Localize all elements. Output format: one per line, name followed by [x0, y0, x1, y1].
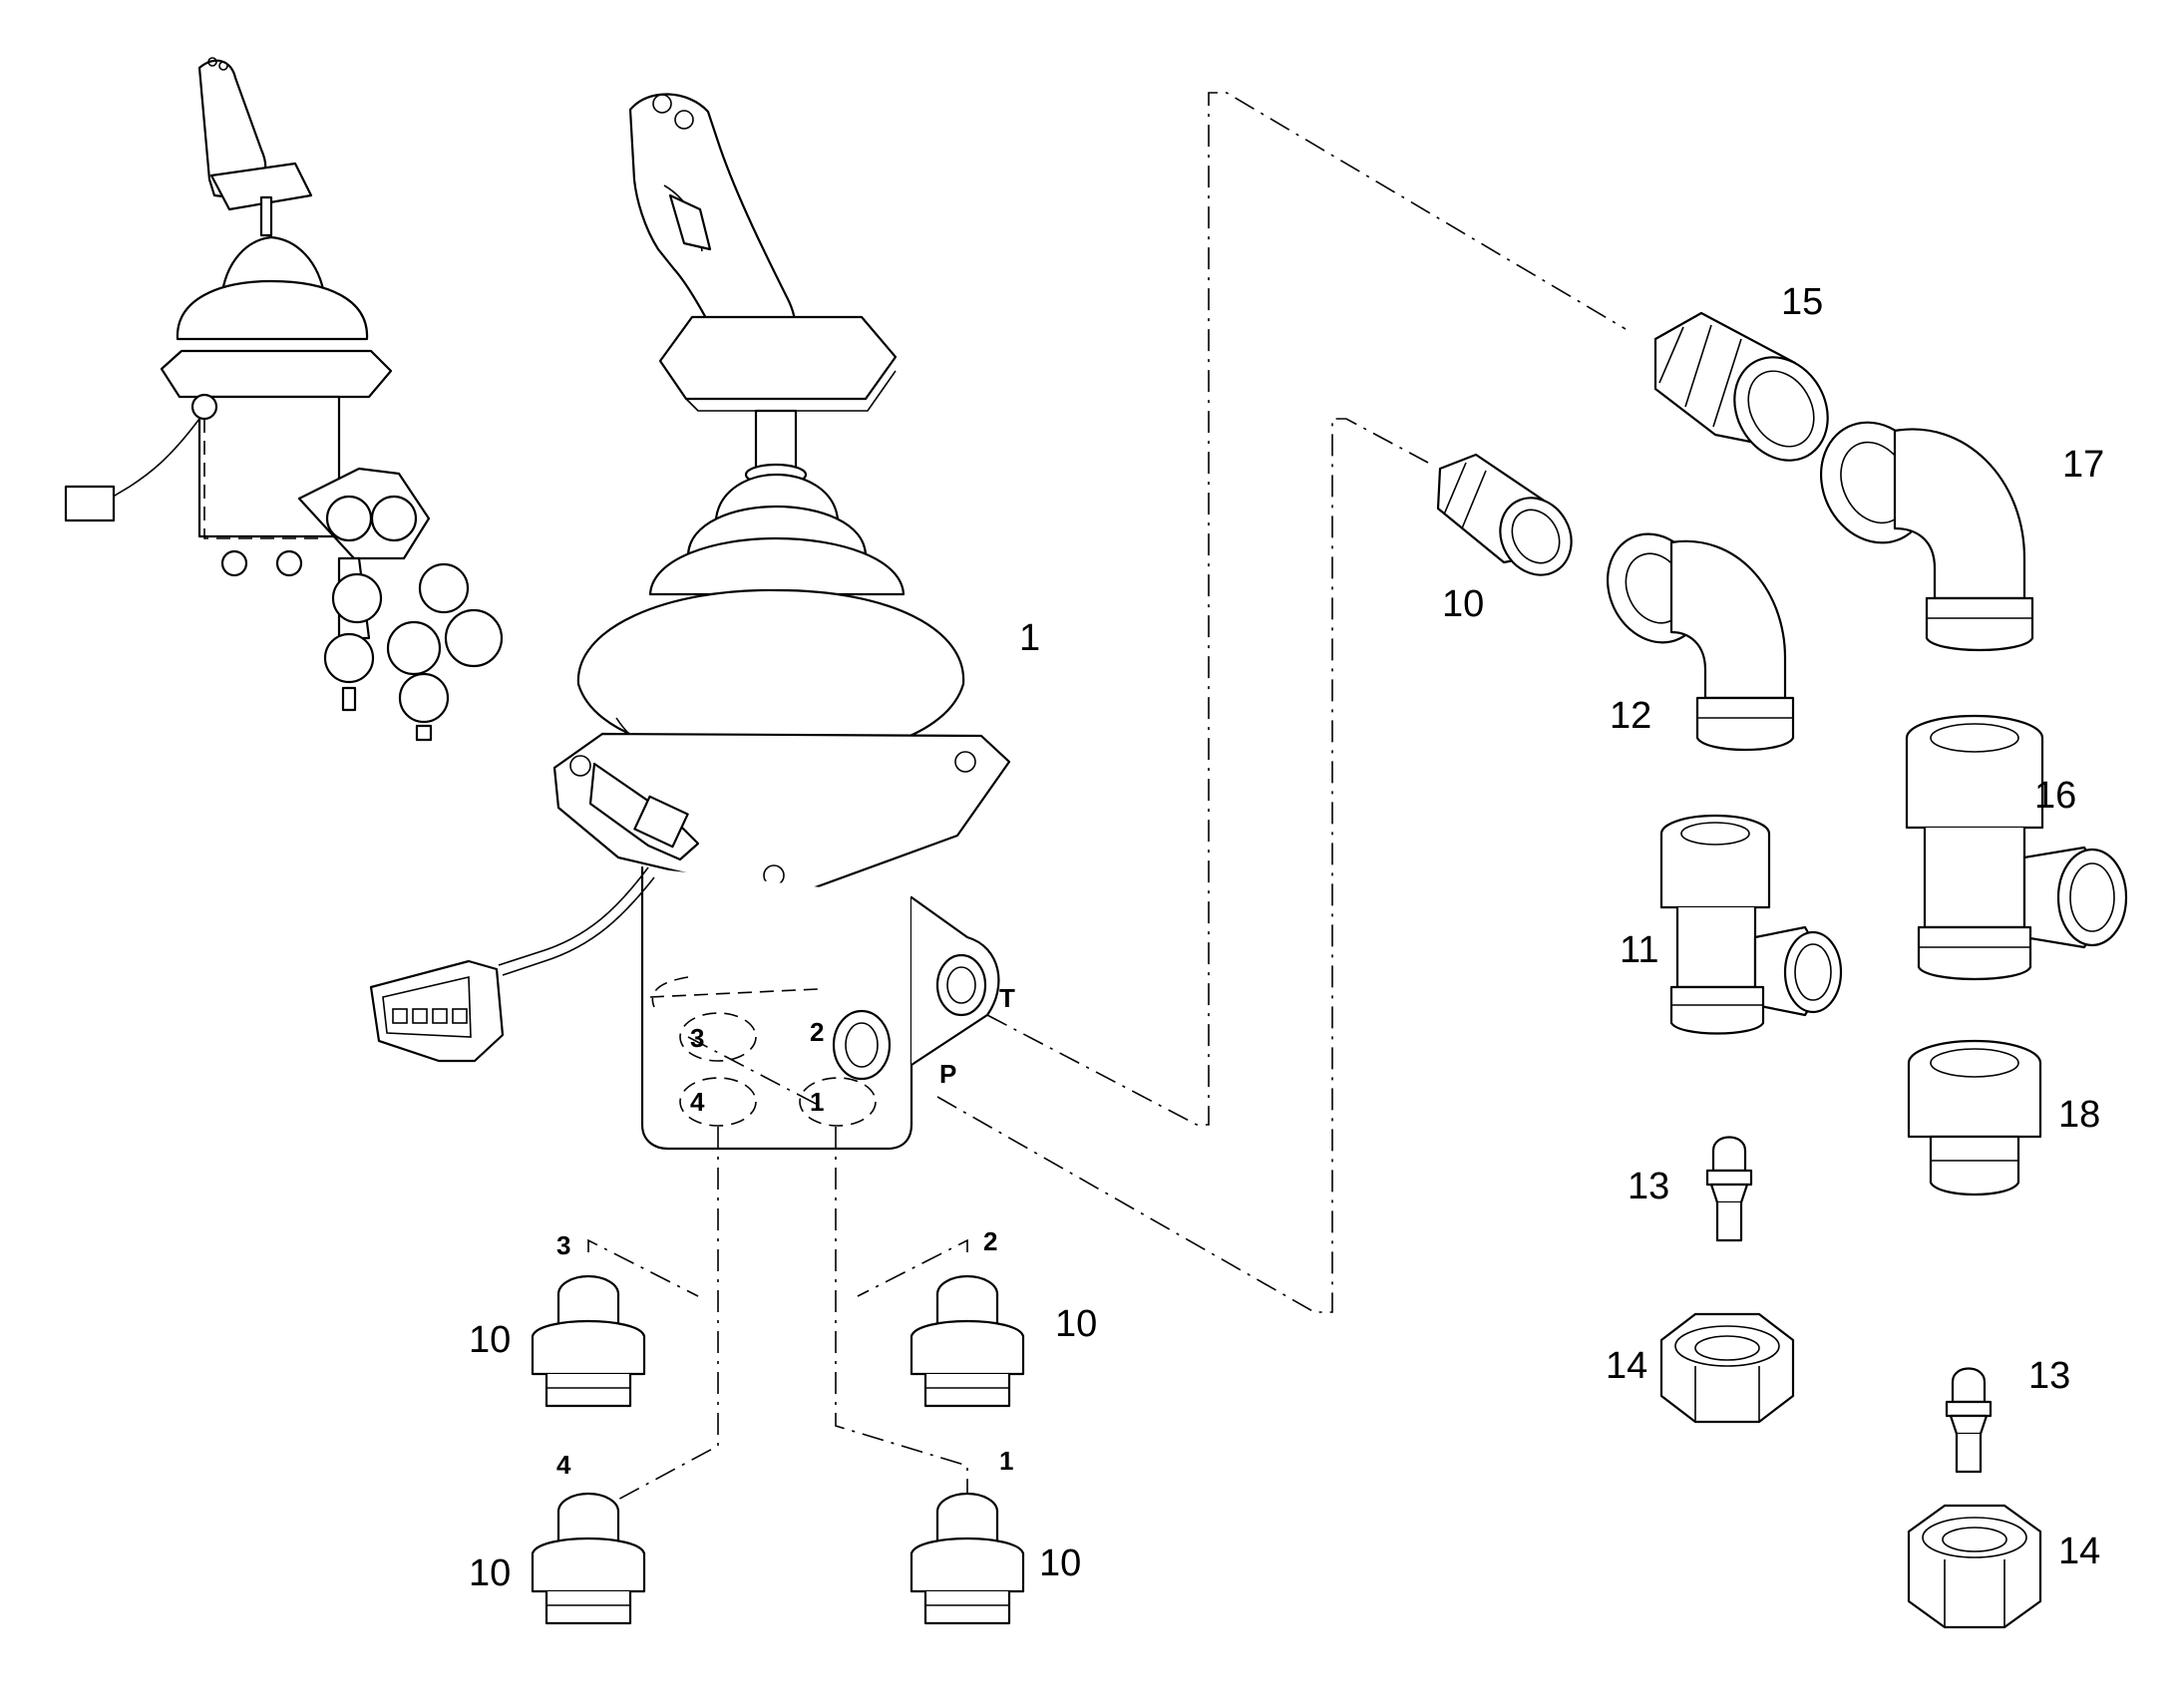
callout-10-c: 10	[469, 1552, 511, 1594]
callout-10-b: 10	[1055, 1303, 1097, 1345]
nipple-13-b	[1945, 1367, 1993, 1474]
elbow-17	[1819, 421, 2034, 652]
port-label-3: 3	[690, 1023, 704, 1053]
lead-label-3: 3	[556, 1230, 570, 1260]
nut-14-b	[1907, 1504, 2042, 1629]
port-label-2: 2	[810, 1017, 824, 1047]
callout-11: 11	[1620, 929, 1658, 971]
port-label-pressure: P	[939, 1059, 956, 1089]
lead-label-4: 4	[556, 1450, 571, 1480]
callout-10-d: 10	[1039, 1542, 1081, 1584]
fitting-10-top	[1436, 453, 1573, 576]
port-label-1: 1	[810, 1087, 824, 1117]
callout-12: 12	[1610, 695, 1651, 737]
callout-16: 16	[2034, 775, 2076, 817]
fitting-10-port-4	[531, 1492, 646, 1625]
tee-16	[1905, 714, 2128, 981]
joystick-valve-assembly	[369, 93, 1011, 1151]
adapter-15	[1653, 311, 1829, 462]
nipple-13-a	[1705, 1136, 1753, 1242]
lead-label-2: 2	[983, 1226, 997, 1256]
fitting-10-port-3	[531, 1274, 646, 1408]
port-label-tank: T	[999, 983, 1015, 1013]
port-label-4: 4	[690, 1087, 705, 1117]
callouts: 1 15 17 10 12 16 11 18 13 14 13 14 10 10…	[469, 281, 2104, 1594]
callout-14-a: 14	[1606, 1345, 1647, 1387]
elbow-12	[1606, 532, 1795, 752]
callout-13-a: 13	[1628, 1166, 1669, 1207]
callout-1: 1	[1019, 617, 1040, 659]
union-18	[1907, 1039, 2042, 1196]
callout-10-top: 10	[1442, 583, 1484, 625]
port-labels: 3 2 4 1 T P 3 2 4 1	[556, 983, 1015, 1480]
fitting-10-port-1	[909, 1492, 1025, 1625]
overview-thumbnail	[64, 57, 504, 742]
lead-label-1: 1	[999, 1446, 1013, 1476]
callout-17: 17	[2062, 444, 2104, 486]
fitting-10-port-2	[909, 1274, 1025, 1408]
tee-11	[1659, 814, 1843, 1035]
callout-13-b: 13	[2028, 1355, 2070, 1397]
callout-18: 18	[2058, 1094, 2100, 1136]
leader-lines	[587, 92, 1627, 1545]
nut-14-a	[1659, 1312, 1795, 1424]
callout-14-b: 14	[2058, 1531, 2100, 1572]
callout-15: 15	[1781, 281, 1823, 323]
callout-10-a: 10	[469, 1319, 511, 1361]
